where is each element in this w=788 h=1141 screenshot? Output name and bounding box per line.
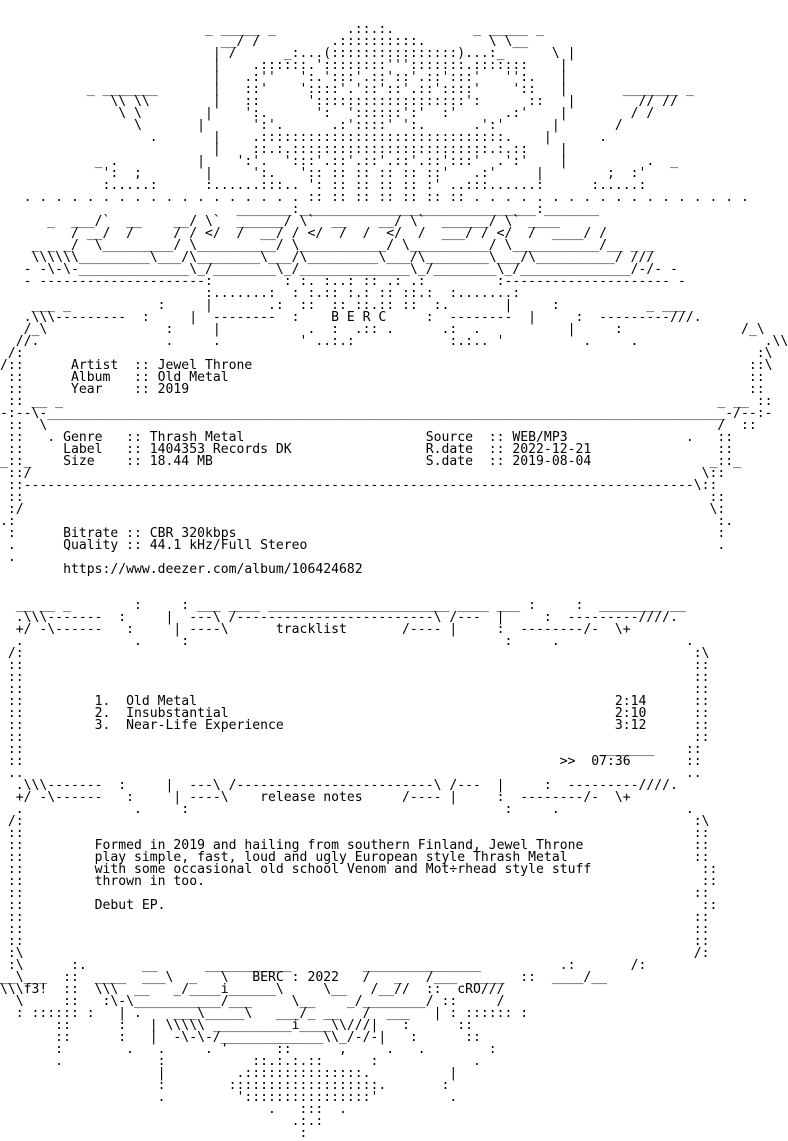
- nfo-line: \ :: :\-\___________/___ \__ _/________/…: [0, 994, 505, 1009]
- nfo-line: :: with some occasional old school Venom…: [0, 862, 718, 877]
- nfo-line: :: thrown in too. ::: [0, 874, 718, 889]
- nfo-line: ': ; | ':. ':: :: :: :: :: ::' .:' | ; :…: [0, 166, 647, 181]
- nfo-line: -:--\-__________________________________…: [0, 406, 773, 421]
- nfo-line: .:.:: [0, 1114, 324, 1129]
- nfo-line: :: ::: [0, 826, 710, 841]
- nfo-line: | .:'' ':.':::'.::'::'.::':::' '':. |: [0, 70, 568, 85]
- nfo-line: +/ -\------ : | ----\ tracklist /---- | …: [0, 622, 631, 637]
- nfo-line: :: play simple, fast, loud and ugly Euro…: [0, 850, 710, 865]
- nfo-line: :: __ _ _ __ ::: [0, 394, 773, 409]
- nfo-line: :: Debut EP. ::: [0, 898, 718, 913]
- nfo-line: :: ::: [0, 730, 710, 745]
- nfo-line: | ::.:.:::::::::::::::::::::::::.:.:: |: [0, 142, 568, 157]
- nfo-line: .\\\--------- : | -------- : B E R C : -…: [0, 310, 702, 325]
- nfo-line: _ _______ | ::' '::::'.'::'::'.::'::::' …: [0, 82, 694, 97]
- nfo-line: . | .:::::::::::::::::::::::::::::::. | …: [0, 130, 607, 145]
- nfo-line: :: ::: [0, 490, 726, 505]
- nfo-line: - -\-\-______________\_/________\_/_____…: [0, 262, 678, 277]
- nfo-line: :: . Genre :: Thrash Metal Source :: WEB…: [0, 430, 734, 445]
- nfo-line: :: ::: [0, 922, 710, 937]
- nfo-line: __ __ _ : : ___ ____ ___________________…: [0, 598, 686, 613]
- nfo-line: /:: Artist :: Jewel Throne ::\: [0, 358, 773, 373]
- nfo-line: . . . . . . . . . . . . . . . . . . :: :…: [0, 190, 749, 205]
- nfo-line: : . . . ' :: , . . :: [0, 1042, 497, 1057]
- nfo-line: :: ::: [0, 934, 710, 949]
- nfo-line: _::_ Size :: 18.44 MB S.date :: 2019-08-…: [0, 454, 742, 469]
- nfo-line: ::/ \::: [0, 466, 726, 481]
- nfo-line: / __/ / / / </ / __/ / </ / / </ / ___/ …: [0, 226, 607, 241]
- nfo-line: :: Label :: 1404353 Records DK R.date ::…: [0, 442, 734, 457]
- nfo-line: .: [0, 550, 16, 565]
- nfo-line: _ _ _/ \_________/ \__________/ \_______…: [0, 238, 655, 253]
- nfo-line: /: :\: [0, 814, 710, 829]
- nfo-line: :: _______ ::: [0, 742, 702, 757]
- nfo-line: :: \ / ::: [0, 418, 757, 433]
- nfo-line: : :::::::::::::::::::. :: [0, 1078, 450, 1093]
- nfo-line: .: :.: [0, 514, 734, 529]
- nfo-line: :: Album :: Old Metal ::: [0, 370, 765, 385]
- nfo-line: \\ \\ | :: ':::::::::::::::::::': :: | /…: [0, 94, 678, 109]
- nfo-line: . ::: .: [0, 1102, 347, 1117]
- nfo-line: :: Year :: 2019 ::: [0, 382, 765, 397]
- nfo-line: [0, 576, 640, 588]
- nfo-line: :/ \:: [0, 502, 726, 517]
- nfo-line: __\___ :: ____ ___\ _ \ BERC : 2022 / _ …: [0, 970, 607, 985]
- nfo-line: | .:::::::::::::::. |: [0, 1066, 458, 1081]
- nfo-line: | / _:...(::::::::::::::::)...:_ \ |: [0, 46, 576, 61]
- nfo-line: _______:______________________________:_…: [0, 202, 600, 217]
- nfo-line: :: ::: [0, 910, 710, 925]
- nfo-line: . . : : . .: [0, 634, 694, 649]
- nfo-line: :: ::: [0, 658, 710, 673]
- nfo-line: :: [0, 1126, 308, 1141]
- nfo-line[interactable]: https://www.deezer.com/album/106424682: [0, 562, 363, 577]
- nfo-line: :: ::: [0, 886, 710, 901]
- nfo-line: :: ::: [0, 670, 710, 685]
- nfo-line: .\\\------- : | ---\ /------------------…: [0, 610, 678, 625]
- nfo-line: :: Formed in 2019 and hailing from south…: [0, 838, 710, 853]
- nfo-line: .\\\------- : | ---\ /------------------…: [0, 778, 678, 793]
- nfo-line: //. . . ' ..:.: :.:.. ' . . .\\: [0, 334, 788, 349]
- nfo-line: :: 1. Old Metal 2:14 ::: [0, 694, 710, 709]
- nfo-line: :: : | \\\\\ __________i____\\///| : ::: [0, 1018, 473, 1033]
- nfo-line: :.....: :......:::.. ': :: :: :: :: :' .…: [0, 178, 647, 193]
- nfo-line: :: : | -\-\-/_____________\\_/-/-| : ::: [0, 1030, 481, 1045]
- nfo-line: . Quality :: 44.1 kHz/Full Stereo .: [0, 538, 726, 553]
- nfo-line: +/ -\------ : | ----\ release notes /---…: [0, 790, 631, 805]
- nfo-line: :\ /:: [0, 946, 710, 961]
- nfo-line: /: :\: [0, 346, 773, 361]
- nfo-line: : Bitrate :: CBR 320kbps :: [0, 526, 726, 541]
- nfo-line: \\\\\\_________\___/\________\___/\_____…: [0, 250, 655, 265]
- nfo-text-block: _ _____ _ .::.:. _ _____ _ __/ / .::::::…: [0, 22, 788, 1141]
- nfo-line: : :::::: : | . ___\_____\ ___/_ __ / ___…: [0, 1006, 529, 1021]
- nfo-line: . '::::::::::::::::' .: [0, 1090, 458, 1105]
- nfo-line: :: 2. Insubstantial 2:10 ::: [0, 706, 710, 721]
- nfo-line: :: >> 07:36 ::: [0, 754, 702, 769]
- nfo-line: _ . | ':'. ':::'.::'.::'.::'.::':::' .':…: [0, 154, 678, 169]
- nfo-line: - ---------------------: : :. :..: :: .:…: [0, 274, 686, 289]
- nfo-line: /: :\: [0, 646, 710, 661]
- nfo-line: :.......: : :.:: :.: :: ::.: :.......:: [0, 286, 521, 301]
- nfo-line: :: ::: [0, 682, 710, 697]
- nfo-line: \ \ | ':. ': '::::::':' :' .:' | / /: [0, 106, 655, 121]
- nfo-line: __/ / .::::::::::. \ \__: [0, 34, 529, 49]
- nfo-line: \ | ':'. .:'::::' ':. .':' | /: [0, 118, 623, 133]
- nfo-line: . : ::.:.:.:: : .: [0, 1054, 481, 1069]
- nfo-line: :: 3. Near-Life Experience 3:12 ::: [0, 718, 710, 733]
- nfo-line: /_\ : | . : .:: . .: . | : /_\: [0, 322, 765, 337]
- nfo-line: _ ___/` __ __/ \` ______/ \` __ __/ \` _…: [0, 214, 560, 229]
- nfo-line: . . : : . .: [0, 802, 694, 817]
- nfo-line: \\\f3! :: \\\ __ _/____i______\ \__ /__/…: [0, 982, 505, 997]
- nfo-line: ::--------------------------------------…: [0, 478, 718, 493]
- nfo-line: .. ..: [0, 766, 702, 781]
- nfo-line: :\ :. __ ___________ _______________ .: …: [0, 958, 647, 973]
- nfo-line: | .::::::.'::::::::''':::::::.::::::: |: [0, 58, 568, 73]
- nfo-line: ___ _ : | .: :: :: ::.:: :: :. | : _ ___: [0, 298, 686, 313]
- nfo-line: _ _____ _ .::.:. _ _____ _: [0, 22, 544, 37]
